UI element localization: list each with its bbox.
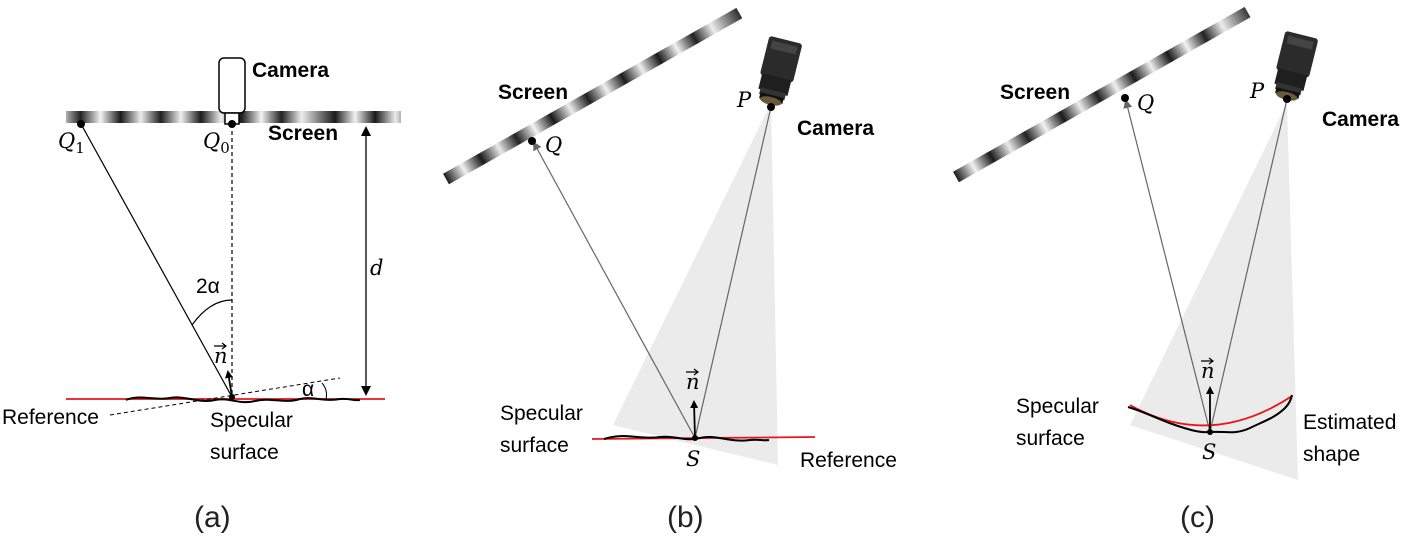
q0-label: Q0 bbox=[203, 129, 230, 157]
point-q bbox=[528, 137, 536, 145]
point-q bbox=[1121, 94, 1129, 102]
normal-label: n bbox=[1201, 359, 1215, 383]
angle-arc-alpha bbox=[321, 382, 327, 400]
panel-a: Camera Screen Q1 Q0 2α d α n Reference S… bbox=[2, 57, 401, 534]
camera-label: Camera bbox=[797, 117, 874, 140]
specular-surface-curve bbox=[1127, 394, 1293, 434]
camera-fov bbox=[613, 103, 778, 465]
specular-surface-curve bbox=[603, 435, 770, 442]
point-p bbox=[767, 103, 775, 111]
normal-arrow bbox=[224, 370, 233, 398]
s-label: S bbox=[686, 447, 700, 471]
reference-label: Reference bbox=[800, 449, 897, 472]
q-label: Q bbox=[1137, 91, 1154, 115]
screen-icon bbox=[953, 6, 1251, 183]
ray-to-screen bbox=[533, 141, 696, 439]
panel-b: Screen P Camera Q n S Specular surface R… bbox=[443, 7, 897, 534]
camera-icon bbox=[753, 35, 803, 109]
angle-arc-2alpha bbox=[191, 299, 233, 326]
vector-arrow-icon bbox=[1201, 357, 1214, 365]
estimated-label-line-2: shape bbox=[1303, 443, 1360, 466]
surface-label-line-2: surface bbox=[1016, 427, 1085, 450]
screen-label: Screen bbox=[1000, 81, 1070, 104]
camera-icon bbox=[1269, 30, 1319, 104]
angle-alpha-label: α bbox=[302, 378, 314, 401]
panel-c: Screen P Camera Q n S Specular surface E… bbox=[953, 6, 1399, 534]
vector-arrow-icon bbox=[214, 342, 227, 350]
point-s bbox=[692, 435, 698, 441]
caption-a: (a) bbox=[194, 501, 231, 534]
reflected-ray bbox=[80, 123, 233, 398]
surface-label-line-1: Specular bbox=[210, 409, 293, 432]
p-label: P bbox=[1249, 79, 1265, 103]
screen-label: Screen bbox=[268, 122, 338, 145]
reference-label: Reference bbox=[2, 406, 99, 429]
surface-label-line-2: surface bbox=[500, 434, 569, 457]
surface-label-line-1: Specular bbox=[500, 402, 583, 425]
point-s bbox=[229, 394, 235, 400]
camera-label: Camera bbox=[1322, 108, 1399, 131]
camera-label: Camera bbox=[252, 59, 329, 82]
p-label: P bbox=[736, 88, 752, 112]
ray-to-screen bbox=[1123, 99, 1211, 433]
ray-to-camera bbox=[694, 106, 772, 439]
vector-arrow-icon bbox=[686, 368, 699, 376]
surface-label-line-1: Specular bbox=[1016, 395, 1099, 418]
surface-label-line-2: surface bbox=[210, 441, 279, 464]
q1-label: Q1 bbox=[58, 129, 85, 157]
estimated-label-line-1: Estimated bbox=[1303, 411, 1396, 434]
distance-label: d bbox=[370, 256, 383, 280]
tangent-line bbox=[109, 377, 341, 416]
camera-fov bbox=[1130, 103, 1298, 480]
screen-label: Screen bbox=[498, 81, 568, 104]
normal-label: n bbox=[214, 344, 228, 368]
s-label: S bbox=[1202, 440, 1216, 464]
camera-icon bbox=[218, 57, 246, 114]
screen-icon bbox=[443, 7, 743, 185]
point-p bbox=[1283, 95, 1291, 103]
point-s bbox=[1207, 429, 1213, 435]
q-label: Q bbox=[545, 133, 562, 157]
specular-surface-curve bbox=[125, 396, 361, 404]
normal-label: n bbox=[686, 370, 700, 394]
normal-arrow bbox=[690, 400, 699, 439]
caption-c: (c) bbox=[1180, 501, 1215, 534]
caption-b: (b) bbox=[667, 501, 704, 534]
ray-to-camera bbox=[1209, 98, 1288, 433]
angle-2alpha-label: 2α bbox=[196, 275, 220, 298]
